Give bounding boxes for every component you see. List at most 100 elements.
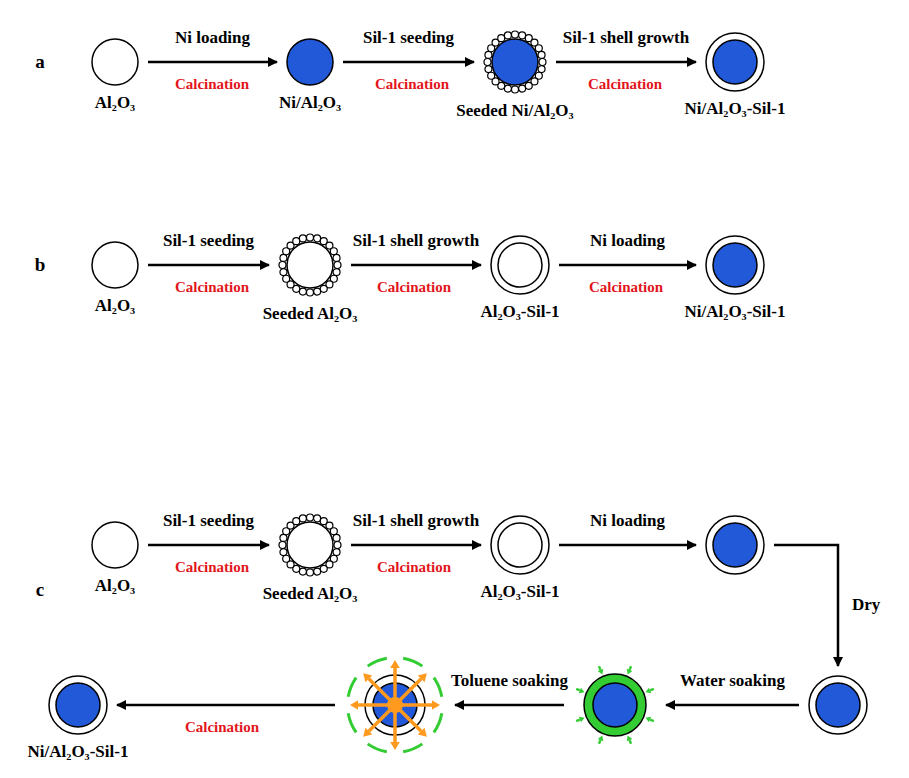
particle-node: Ni/Al₂O₃ — [285, 37, 335, 87]
process-arrow — [455, 704, 564, 707]
process-arrow — [148, 544, 269, 547]
particle-drawing — [90, 37, 140, 87]
flow-arrow — [399, 709, 421, 731]
particle-drawing — [343, 653, 447, 757]
seed-crystal — [307, 569, 314, 576]
core-sphere — [816, 683, 860, 727]
step-label: Sil-1 seeding — [361, 29, 456, 48]
seed-crystal — [299, 288, 306, 295]
particle-node: Al₂O₃ — [90, 520, 140, 570]
seed-crystal — [519, 32, 526, 39]
core-sphere — [713, 243, 757, 287]
particle-drawing — [572, 662, 658, 748]
seed-crystal — [333, 549, 340, 556]
seed-crystal — [333, 254, 340, 261]
particle-drawing — [489, 234, 551, 296]
process-arrow — [148, 61, 277, 64]
step-label: Ni loading — [173, 29, 252, 48]
seed-crystal — [504, 85, 511, 92]
water-leaving — [403, 657, 423, 668]
step-note: Calcination — [589, 279, 663, 296]
step-label: Ni loading — [588, 232, 667, 251]
core-sphere — [92, 39, 138, 85]
step-note: Calcination — [175, 559, 249, 576]
particle-drawing — [90, 240, 140, 290]
seed-crystal — [280, 534, 287, 541]
flow-arrow — [650, 720, 654, 722]
flow-arrow — [630, 666, 632, 670]
particle-node — [704, 514, 766, 576]
water-leaving — [433, 713, 444, 733]
particle-node: Al₂O₃ — [90, 240, 140, 290]
seed-crystal — [334, 542, 341, 549]
core-sphere — [92, 522, 138, 568]
seed-crystal — [334, 262, 341, 269]
flow-arrowhead — [627, 735, 633, 741]
step-label: Dry — [850, 596, 882, 615]
water-leaving — [367, 743, 387, 754]
flow-arrowhead — [350, 700, 358, 710]
seed-crystal — [314, 288, 321, 295]
zeolite-shell — [809, 676, 867, 734]
water-leaving — [403, 743, 423, 754]
seed-crystal — [280, 254, 287, 261]
core-sphere — [498, 243, 542, 287]
particle-node: Ni/Al₂O₃-Sil-1 — [704, 31, 766, 93]
step-label: Toluene soaking — [449, 672, 570, 691]
core-sphere — [713, 40, 757, 84]
seed-crystal — [330, 248, 337, 255]
particle-label: Ni/Al₂O₃-Sil-1 — [685, 99, 786, 119]
particle-drawing — [47, 674, 109, 736]
particle-drawing — [285, 37, 335, 87]
step-label: Ni loading — [588, 512, 667, 531]
step-label: Water soaking — [678, 672, 787, 691]
process-arrow — [559, 544, 696, 547]
water-shell — [584, 674, 646, 736]
particle-node: Seeded Al₂O₃ — [277, 512, 343, 578]
seed-crystal — [307, 514, 314, 521]
particle-label: Ni/Al₂O₃-Sil-1 — [28, 742, 129, 762]
particle-label: Seeded Al₂O₃ — [263, 304, 358, 324]
seed-crystal — [293, 238, 300, 245]
flow-arrow — [369, 709, 391, 731]
particle-label: Seeded Al₂O₃ — [263, 584, 358, 604]
core-sphere — [498, 523, 542, 567]
seed-crystal — [307, 289, 314, 296]
particle-label: Al₂O₃ — [95, 296, 135, 316]
flow-arrow — [599, 666, 601, 670]
water-leaving — [347, 677, 358, 697]
particle-drawing — [704, 234, 766, 296]
flow-arrowhead — [627, 669, 633, 675]
seed-crystal — [484, 59, 491, 66]
seed-crystal — [485, 66, 492, 73]
particle-label: Ni/Al₂O₃ — [279, 93, 341, 113]
seed-crystal — [279, 542, 286, 549]
seed-crystal — [333, 534, 340, 541]
process-arrow — [774, 545, 838, 666]
zeolite-shell — [49, 676, 107, 734]
seed-crystal — [280, 269, 287, 276]
flow-arrowhead — [363, 673, 372, 682]
particle-label: Al₂O₃-Sil-1 — [480, 582, 559, 602]
flow-arrowhead — [598, 735, 604, 741]
seed-crystal — [299, 515, 306, 522]
particle-node — [572, 662, 658, 748]
particle-drawing — [807, 674, 869, 736]
seed-crystal — [299, 568, 306, 575]
seed-crystal — [307, 234, 314, 241]
seed-crystal — [320, 285, 327, 292]
flow-arrow — [650, 689, 654, 691]
seed-crystal — [538, 51, 545, 58]
particle-drawing — [704, 31, 766, 93]
flow-arrowhead — [579, 717, 585, 723]
particle-node: Al₂O₃-Sil-1 — [489, 514, 551, 576]
particle-node: Ni/Al₂O₃-Sil-1 — [704, 234, 766, 296]
process-arrow — [351, 264, 481, 267]
flow-arrow — [630, 740, 632, 744]
core-sphere — [492, 39, 538, 85]
flow-arrow — [399, 679, 421, 701]
step-note: Calcination — [377, 279, 451, 296]
particle-node — [807, 674, 869, 736]
seed-crystal — [283, 275, 290, 282]
seed-crystal — [314, 515, 321, 522]
